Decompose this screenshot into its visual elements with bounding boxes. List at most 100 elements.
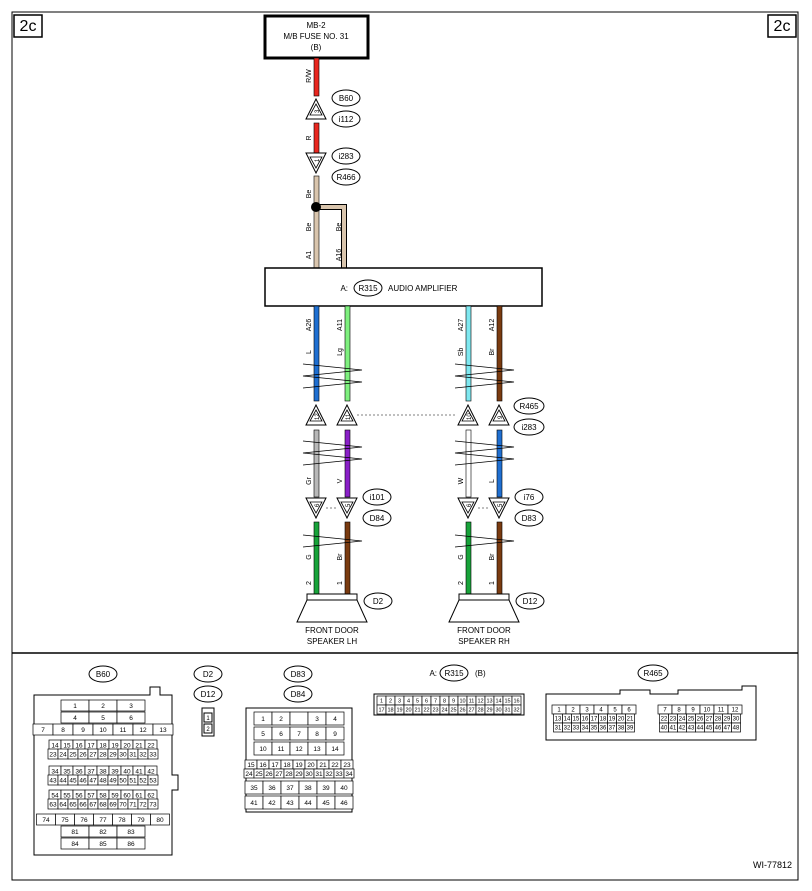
svg-text:25: 25 xyxy=(255,771,263,778)
svg-text:42: 42 xyxy=(679,726,686,732)
svg-text:18: 18 xyxy=(387,707,393,713)
svg-text:31: 31 xyxy=(555,726,562,732)
connector-pin: 20 xyxy=(403,704,414,715)
svg-text:67: 67 xyxy=(89,801,97,808)
svg-text:10: 10 xyxy=(459,698,465,704)
svg-text:15: 15 xyxy=(504,698,510,704)
svg-text:40: 40 xyxy=(661,726,668,732)
svg-text:20: 20 xyxy=(307,762,315,769)
connector-pin: 14 xyxy=(325,741,345,756)
connector-pin: 6 xyxy=(116,711,146,724)
svg-text:26: 26 xyxy=(459,707,465,713)
svg-text:D84: D84 xyxy=(291,690,306,699)
svg-text:15: 15 xyxy=(573,717,580,723)
svg-text:80: 80 xyxy=(156,817,164,824)
terminal-down: 5 xyxy=(336,497,358,519)
svg-text:27: 27 xyxy=(275,771,283,778)
connector-pin: 49 xyxy=(107,774,119,786)
connector-pin: 11 xyxy=(466,695,477,706)
connector-pin: 45 xyxy=(67,774,79,786)
svg-text:AUDIO AMPLIFIER: AUDIO AMPLIFIER xyxy=(388,284,458,293)
connector-pin: 51 xyxy=(127,774,139,786)
connector-pin: 33 xyxy=(333,768,345,779)
connector-pin: 3 xyxy=(307,711,327,726)
connector-pin: 44 xyxy=(57,774,69,786)
svg-text:6: 6 xyxy=(315,503,321,507)
wire-label-r: R xyxy=(306,135,313,140)
speaker-lh: FRONT DOOR SPEAKER LH xyxy=(296,593,368,646)
connector-pin: 71 xyxy=(127,798,139,810)
connector-pin: 25 xyxy=(253,768,265,779)
svg-text:8: 8 xyxy=(677,708,681,714)
svg-text:D12: D12 xyxy=(201,690,216,699)
svg-text:58: 58 xyxy=(99,792,107,799)
svg-text:42: 42 xyxy=(268,800,276,807)
connector-pin: 22 xyxy=(659,713,669,724)
connector-pin: 34 xyxy=(580,722,590,733)
svg-text:38: 38 xyxy=(304,785,312,792)
connector-pin: 5 xyxy=(88,711,118,724)
speaker-rh: FRONT DOOR SPEAKER RH xyxy=(448,593,520,646)
svg-text:10: 10 xyxy=(467,413,473,420)
svg-text:R465: R465 xyxy=(519,402,539,411)
connector-pin: 41 xyxy=(668,722,678,733)
svg-text:(B): (B) xyxy=(475,669,486,678)
svg-text:32: 32 xyxy=(139,751,147,758)
connector-view-d2: D2 D12 1 2 xyxy=(193,665,223,737)
connector-pin: 78 xyxy=(112,813,132,826)
svg-text:5: 5 xyxy=(346,503,352,507)
svg-text:53: 53 xyxy=(149,777,157,784)
svg-text:i112: i112 xyxy=(339,115,354,124)
connector-pin: 1 xyxy=(551,704,567,715)
svg-text:45: 45 xyxy=(706,726,713,732)
pin-label-a16: A16 xyxy=(336,249,343,262)
connector-pin: 17 xyxy=(84,739,98,751)
svg-text:19: 19 xyxy=(609,717,616,723)
connector-pin: 10 xyxy=(457,695,468,706)
svg-text:59: 59 xyxy=(111,792,119,799)
connector-pin: 18 xyxy=(280,759,294,770)
connector-pin: 12 xyxy=(289,741,309,756)
connector-pin: 45 xyxy=(704,722,714,733)
svg-text:6: 6 xyxy=(467,503,473,507)
svg-text:30: 30 xyxy=(733,717,740,723)
svg-text:12: 12 xyxy=(315,413,321,420)
svg-text:41: 41 xyxy=(250,800,258,807)
connector-pin: 23 xyxy=(47,748,59,760)
connector-pin: 32 xyxy=(562,722,572,733)
svg-text:3: 3 xyxy=(315,716,319,723)
svg-text:68: 68 xyxy=(99,801,107,808)
svg-text:32: 32 xyxy=(513,707,519,713)
svg-text:49: 49 xyxy=(109,777,117,784)
svg-text:4: 4 xyxy=(73,715,77,722)
svg-text:79: 79 xyxy=(137,817,145,824)
svg-text:51: 51 xyxy=(129,777,137,784)
svg-text:8: 8 xyxy=(443,698,446,704)
svg-text:31: 31 xyxy=(315,771,323,778)
svg-text:9: 9 xyxy=(81,727,85,734)
connector-pin: 29 xyxy=(107,748,119,760)
svg-text:63: 63 xyxy=(49,801,57,808)
svg-text:65: 65 xyxy=(69,801,77,808)
connector-pin: 28 xyxy=(283,768,295,779)
svg-text:8: 8 xyxy=(315,731,319,738)
svg-text:1: 1 xyxy=(380,698,383,704)
svg-text:5: 5 xyxy=(261,731,265,738)
connector-pin: 50 xyxy=(117,774,129,786)
svg-text:9: 9 xyxy=(498,415,504,419)
svg-text:35: 35 xyxy=(591,726,598,732)
svg-text:46: 46 xyxy=(340,800,348,807)
connector-pin: 73 xyxy=(147,798,159,810)
connector-pin: 17 xyxy=(376,704,387,715)
connector-pin: 53 xyxy=(147,774,159,786)
terminal-up: 3 xyxy=(305,98,327,120)
svg-text:28: 28 xyxy=(285,771,293,778)
connector-pin: 22 xyxy=(144,739,158,751)
svg-text:76: 76 xyxy=(80,817,88,824)
svg-text:19: 19 xyxy=(396,707,402,713)
svg-text:12: 12 xyxy=(139,727,147,734)
connector-pin: 15 xyxy=(60,739,74,751)
connector-pin: 46 xyxy=(334,795,354,810)
connector-pin: 30 xyxy=(493,704,504,715)
pin-label: 2 xyxy=(458,581,465,585)
